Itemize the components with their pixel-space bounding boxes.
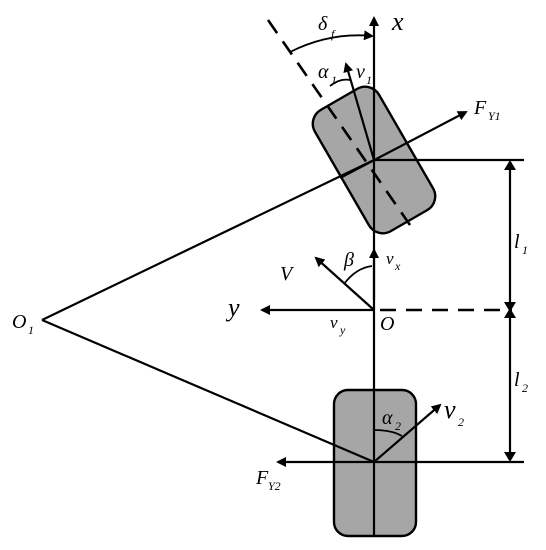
front-slip-angle-arc	[329, 78, 351, 87]
front-force-sub: Y1	[488, 109, 501, 123]
radius-to-front	[41, 159, 375, 321]
rear-slip-sub: 2	[395, 419, 401, 433]
front-lateral-force-line	[339, 111, 468, 179]
dist-rear-label: l	[514, 369, 520, 391]
axis-x-label: x	[391, 7, 404, 36]
sideslip-label: β	[343, 249, 354, 271]
front-slip-label: α	[318, 61, 329, 83]
steer-angle-sub: f	[331, 27, 336, 41]
dimension-arrow-top	[504, 160, 516, 170]
turn-center-sub: 1	[28, 323, 34, 337]
rear-velocity-sub: 2	[458, 415, 464, 429]
vx-label: v	[386, 249, 394, 268]
radius-to-rear	[41, 318, 375, 464]
dimension-arrow-mid-up	[504, 302, 516, 312]
origin-label: O	[380, 313, 394, 335]
rear-velocity-label: v	[444, 395, 456, 424]
front-wheel-velocity-arrow	[343, 62, 376, 161]
front-velocity-sub: 1	[366, 73, 372, 87]
rear-wheel-velocity-arrow	[373, 403, 442, 463]
vy-sub: y	[339, 323, 346, 337]
axis-y-label: y	[225, 293, 240, 322]
velocity-label: V	[280, 263, 295, 285]
turn-center-label: O	[12, 311, 26, 333]
front-velocity-label: v	[356, 61, 365, 83]
rear-slip-angle-arc	[373, 429, 403, 437]
front-slip-sub: 1	[331, 73, 337, 87]
dimension-arrow-mid-down	[504, 308, 516, 318]
dist-rear-sub: 2	[522, 381, 528, 395]
rear-slip-label: α	[382, 407, 393, 429]
dimension-arrow-bottom	[504, 452, 516, 462]
front-force-label: F	[473, 97, 487, 119]
vy-label: v	[330, 313, 338, 332]
dist-front-sub: 1	[522, 243, 528, 257]
vx-sub: x	[394, 259, 401, 273]
steer-angle-label: δ	[318, 13, 328, 35]
sideslip-angle-arc	[343, 265, 373, 285]
rear-force-sub: Y2	[268, 479, 281, 493]
rear-force-label: F	[255, 467, 269, 489]
steer-angle-arc	[289, 30, 374, 53]
front-wheel-heading-line	[266, 19, 412, 226]
dist-front-label: l	[514, 231, 520, 253]
